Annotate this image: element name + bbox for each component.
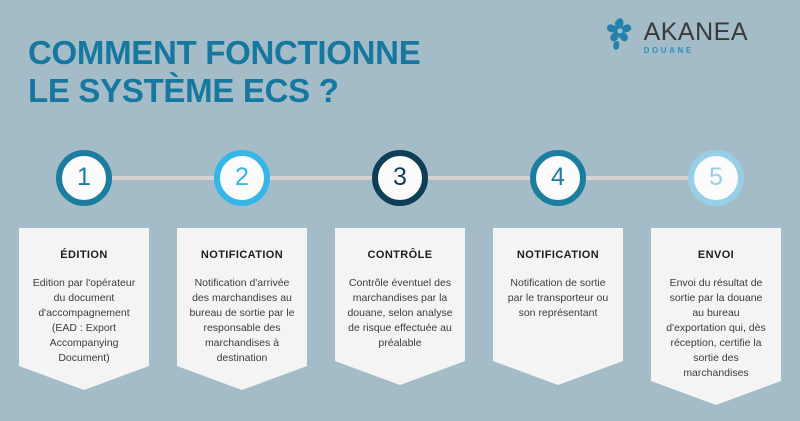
step-card-chevron-1 (19, 366, 149, 390)
step-card-5: ENVOI Envoi du résultat de sortie par la… (651, 228, 781, 381)
step-title-1: ÉDITION (60, 249, 108, 261)
process-step-1: 1 ÉDITION Edition par l'opérateur du doc… (19, 150, 149, 390)
logo-name: AKANEA (643, 18, 748, 46)
process-step-3: 3 CONTRÔLE Contrôle éventuel des marchan… (335, 150, 465, 385)
brand-logo: AKANEA DOUANE (603, 17, 748, 57)
step-number-1: 1 (77, 162, 91, 191)
step-number-3: 3 (393, 162, 407, 191)
process-step-5: 5 ENVOI Envoi du résultat de sortie par … (651, 150, 781, 405)
akanea-flower-icon (603, 17, 637, 51)
step-card-4: NOTIFICATION Notification de sortie par … (493, 228, 623, 361)
step-title-3: CONTRÔLE (367, 249, 433, 261)
step-card-chevron-5 (651, 381, 781, 405)
step-description-5: Envoi du résultat de sortie par la douan… (666, 277, 766, 379)
logo-wordmark: AKANEA DOUANE (644, 17, 748, 57)
step-description-4: Notification de sortie par le transporte… (507, 277, 609, 319)
step-description-3: Contrôle éventuel des marchandises par l… (347, 277, 453, 349)
step-card-1: ÉDITION Edition par l'opérateur du docum… (19, 228, 149, 366)
step-number-badge-3[interactable]: 3 (372, 150, 428, 206)
logo-subtitle: DOUANE (643, 46, 694, 55)
step-description-1: Edition par l'opérateur du document d'ac… (32, 277, 136, 364)
step-title-4: NOTIFICATION (516, 249, 600, 261)
step-card-chevron-3 (335, 361, 465, 385)
step-number-2: 2 (235, 162, 249, 191)
step-number-badge-4[interactable]: 4 (530, 150, 586, 206)
step-card-chevron-4 (493, 361, 623, 385)
page-title-line-1: COMMENT FONCTIONNE (28, 34, 421, 72)
process-step-2: 2 NOTIFICATION Notification d'arrivée de… (177, 150, 307, 390)
page-title-line-2: LE SYSTÈME ECS ? (28, 72, 339, 110)
step-card-2: NOTIFICATION Notification d'arrivée des … (177, 228, 307, 366)
step-number-5: 5 (709, 162, 723, 191)
step-title-5: ENVOI (697, 249, 735, 261)
step-card-chevron-2 (177, 366, 307, 390)
step-number-badge-5[interactable]: 5 (688, 150, 744, 206)
step-number-4: 4 (551, 162, 565, 191)
step-number-badge-2[interactable]: 2 (214, 150, 270, 206)
page-title: COMMENT FONCTIONNE LE SYSTÈME ECS ? (28, 34, 588, 110)
process-step-4: 4 NOTIFICATION Notification de sortie pa… (493, 150, 623, 385)
step-description-2: Notification d'arrivée des marchandises … (189, 277, 295, 364)
step-title-2: NOTIFICATION (200, 249, 284, 261)
step-number-badge-1[interactable]: 1 (56, 150, 112, 206)
step-card-3: CONTRÔLE Contrôle éventuel des marchandi… (335, 228, 465, 361)
